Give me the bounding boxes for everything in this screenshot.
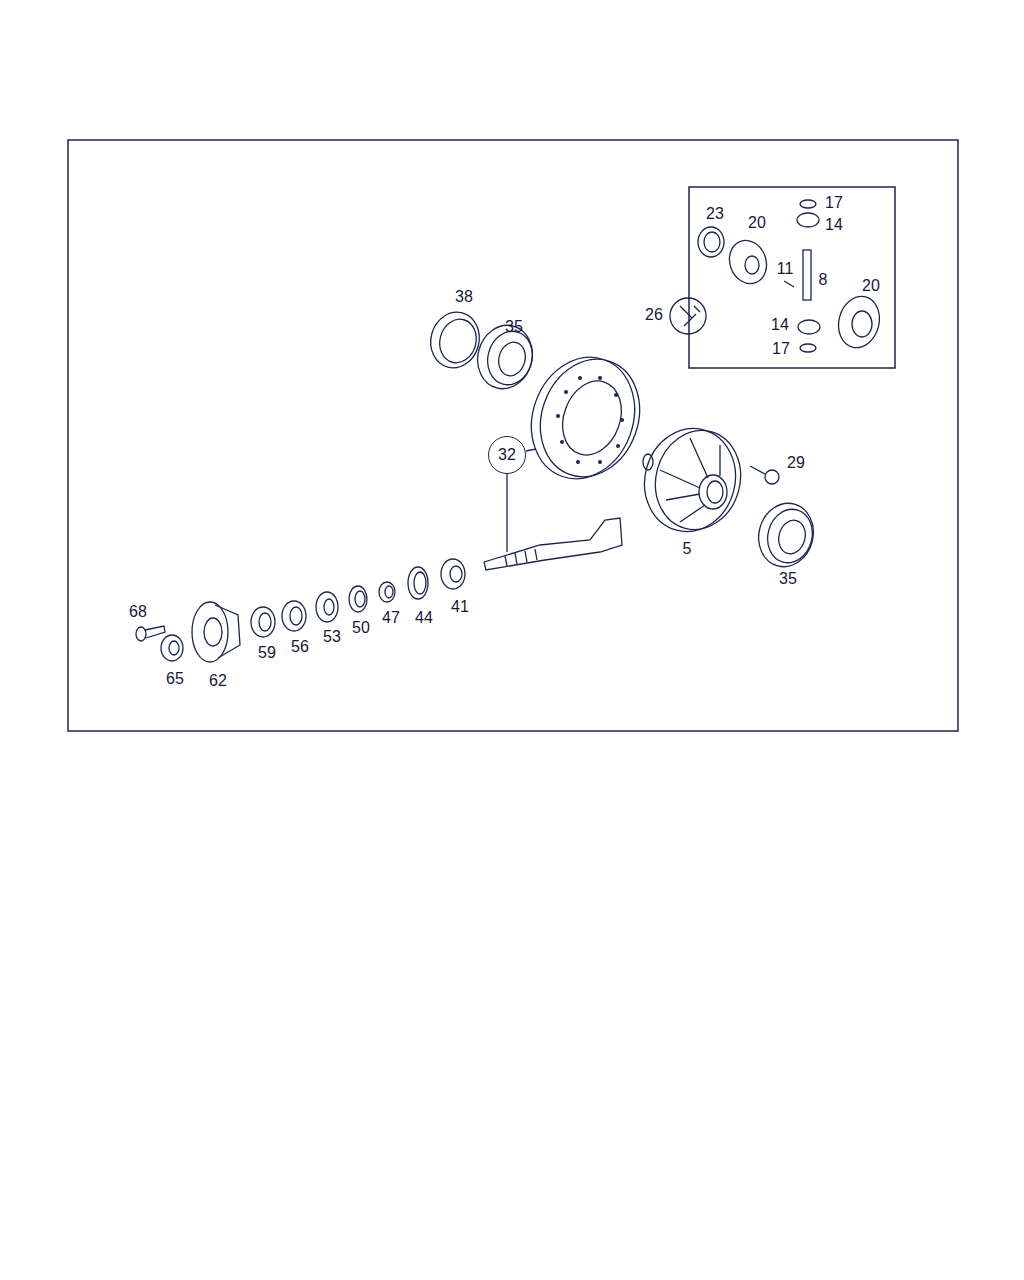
callout-number: 56 bbox=[291, 639, 309, 655]
callout-number: 26 bbox=[645, 307, 663, 323]
callout-number: 44 bbox=[415, 610, 433, 626]
callout-number: 5 bbox=[683, 541, 692, 557]
callout-number: 14 bbox=[771, 317, 789, 333]
callout-number: 32 bbox=[498, 447, 516, 463]
callout-number: 59 bbox=[258, 645, 276, 661]
callout-number: 23 bbox=[706, 206, 724, 222]
callout-number: 53 bbox=[323, 629, 341, 645]
callout-number: 65 bbox=[166, 671, 184, 687]
callout-number: 68 bbox=[129, 604, 147, 620]
callout-number: 17 bbox=[825, 195, 843, 211]
callout-number: 8 bbox=[819, 272, 828, 288]
callout-number: 20 bbox=[748, 215, 766, 231]
callout-number: 17 bbox=[772, 341, 790, 357]
callout-number: 38 bbox=[455, 289, 473, 305]
callout-number: 62 bbox=[209, 673, 227, 689]
callout-number: 50 bbox=[352, 620, 370, 636]
callout-number: 35 bbox=[779, 571, 797, 587]
callout-number: 20 bbox=[862, 278, 880, 294]
callout-number: 47 bbox=[382, 610, 400, 626]
callout-number: 35 bbox=[505, 319, 523, 335]
callout-circle: 32 bbox=[488, 436, 526, 474]
callout-number: 14 bbox=[825, 217, 843, 233]
callout-number: 29 bbox=[787, 455, 805, 471]
callout-number: 41 bbox=[451, 599, 469, 615]
callout-number: 11 bbox=[777, 261, 794, 277]
